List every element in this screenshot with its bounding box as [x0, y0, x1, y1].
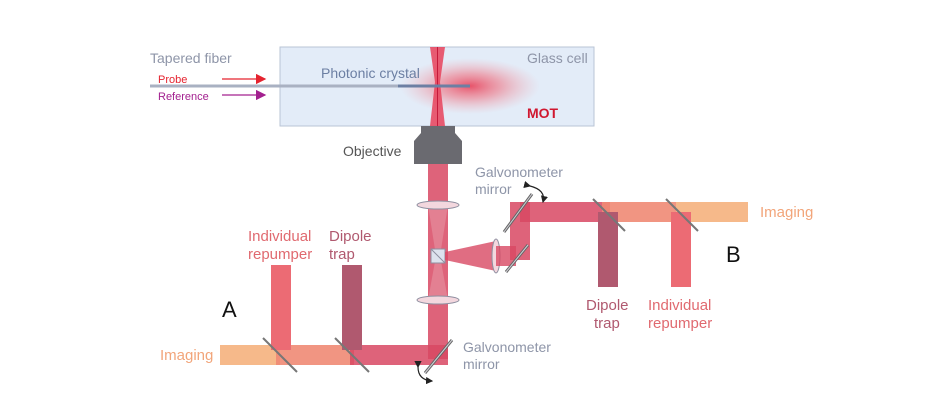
b-beam-imaging	[676, 202, 748, 222]
b-dipole-beam	[598, 212, 618, 287]
label-dipole-left-1: Dipole	[329, 228, 372, 245]
dichroic-b-1	[592, 198, 626, 232]
galvo-rotate-top-icon	[523, 181, 548, 204]
label-mot: MOT	[527, 105, 559, 121]
label-dipole-right-2: trap	[594, 315, 620, 332]
lens-upper	[416, 200, 460, 210]
label-galvo-bottom-2: mirror	[463, 356, 500, 372]
beam-splitter-diag	[430, 248, 446, 264]
dichroic-a-2	[334, 337, 370, 373]
side-beam	[445, 241, 496, 271]
label-glass-cell: Glass cell	[527, 50, 588, 66]
a-dipole-beam	[342, 265, 362, 350]
label-indiv-left-1: Individual	[248, 228, 311, 245]
label-galvo-top-1: Galvonometer	[475, 164, 563, 180]
a-beam-combined	[350, 345, 448, 365]
label-reference: Reference	[158, 91, 209, 103]
a-beam-imaging	[220, 345, 280, 365]
label-dipole-left-2: trap	[329, 246, 355, 263]
a-beam-repumper	[276, 345, 354, 365]
label-dipole-right-1: Dipole	[586, 297, 629, 314]
label-objective: Objective	[343, 143, 402, 159]
label-indiv-right-1: Individual	[648, 297, 711, 314]
dichroic-a-1	[262, 337, 298, 373]
galvo-rotate-bottom-icon	[414, 360, 434, 385]
label-tapered-fiber: Tapered fiber	[150, 50, 232, 66]
a-repumper-beam	[271, 265, 291, 350]
side-mirror-b-shine	[505, 244, 529, 273]
lens-lower	[416, 295, 460, 305]
b-beam-repumper	[602, 202, 680, 222]
panel-label-b: B	[726, 242, 741, 267]
dichroic-b-2	[665, 198, 699, 232]
label-indiv-right-2: repumper	[648, 315, 712, 332]
b-repumper-beam	[671, 212, 691, 287]
label-probe: Probe	[158, 74, 187, 86]
label-imaging-left: Imaging	[160, 347, 213, 364]
label-imaging-right: Imaging	[760, 204, 813, 221]
label-photonic-crystal: Photonic crystal	[321, 65, 420, 81]
label-indiv-left-2: repumper	[248, 246, 312, 263]
objective-body	[414, 126, 462, 164]
panel-label-a: A	[222, 297, 237, 322]
b-beam-combined	[520, 202, 610, 222]
label-galvo-bottom-1: Galvonometer	[463, 339, 551, 355]
label-galvo-top-2: mirror	[475, 181, 512, 197]
